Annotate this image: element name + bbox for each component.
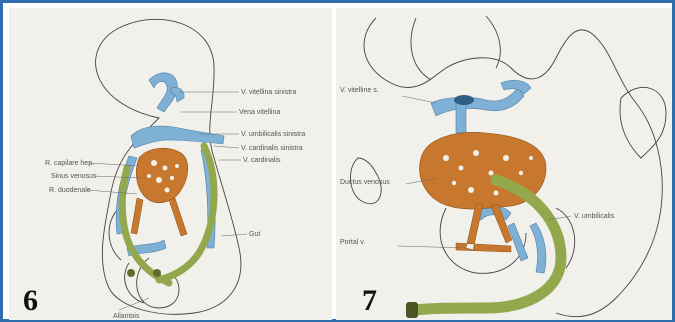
heart-outline [411, 16, 500, 80]
liver-sinusoids [136, 148, 188, 203]
figure-7-drawing: V. vitelline s. Ductus venosus Portal v.… [336, 8, 672, 320]
label-bottom: Allantois [113, 313, 140, 320]
sinus-venosus-opening [454, 95, 474, 105]
label-left-1: R. capilare hep. [45, 160, 94, 167]
umbilical-stump [153, 269, 161, 277]
figure-7-panel: V. vitelline s. Ductus venosus Portal v.… [336, 8, 672, 320]
label-top-2: Vena vitellina [239, 109, 280, 116]
limb-bud-right [620, 87, 666, 158]
label-right-4: Gut [249, 231, 260, 238]
label-right: V. umbilicalis [574, 213, 615, 220]
label-left-2: Sinus venosus [51, 173, 97, 180]
label-right-2: V. cardinalis sinistra [241, 145, 303, 152]
label-ductus: Ductus venosus [340, 179, 390, 186]
figure-number-6: 6 [23, 284, 38, 317]
figure-number-7: 7 [362, 284, 377, 317]
label-top-left: V. vitelline s. [340, 87, 379, 94]
duodenal-vein [131, 198, 187, 236]
figure-6-drawing: V. vitellina sinistra Vena vitellina V. … [9, 8, 332, 320]
label-portal: Portal v. [340, 239, 365, 246]
umbilical-stump [406, 302, 418, 318]
figure-6-panel: V. vitellina sinistra Vena vitellina V. … [9, 8, 332, 320]
label-left-3: R. duodenale [49, 187, 91, 194]
label-right-1: V. umbilicalis sinistra [241, 131, 305, 138]
umbilical-stump [127, 269, 135, 277]
label-right-3: V. cardinalis [243, 157, 281, 164]
label-top-1: V. vitellina sinistra [241, 89, 296, 96]
